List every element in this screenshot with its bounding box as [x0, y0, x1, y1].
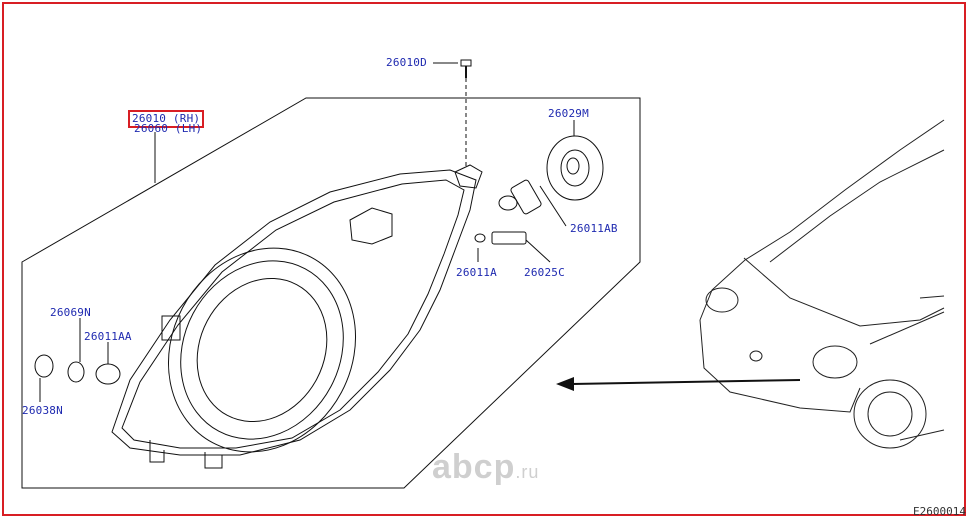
socket-26038n-icon: [34, 354, 54, 402]
label-26011a: 26011A: [456, 266, 497, 279]
car-sketch: [699, 119, 945, 449]
label-26010-rh: 26010 (RH): [128, 110, 205, 128]
watermark-suffix: .ru: [515, 462, 540, 482]
view-arrow: [556, 377, 801, 391]
bulb-26011a-icon: [474, 233, 486, 262]
watermark-main: abcp: [432, 448, 516, 486]
label-26011ab: 26011AB: [570, 222, 618, 235]
label-26029m: 26029M: [548, 107, 589, 120]
label-26025c: 26025C: [524, 266, 565, 279]
socket-26025c-icon: [491, 231, 551, 263]
cap-26029m-icon: [546, 120, 604, 201]
diagram-ref: E2600014: [913, 505, 966, 518]
label-26038n: 26038N: [22, 404, 63, 417]
bulb-26011aa-icon: [95, 342, 121, 385]
headlamp-housing: [111, 169, 477, 456]
ring-26069n-icon: [67, 318, 85, 383]
bulb-26011ab-icon: [498, 179, 567, 227]
screw-26010d-icon: [433, 59, 472, 78]
label-26060-lh: 26060 (LH): [134, 122, 203, 135]
lens-ring-outer: [167, 247, 357, 453]
label-26069n: 26069N: [50, 306, 91, 319]
label-26011aa: 26011AA: [84, 330, 132, 343]
assembly-box: [21, 97, 641, 489]
label-26010d: 26010D: [386, 56, 427, 69]
watermark: abcp.ru: [432, 448, 539, 487]
